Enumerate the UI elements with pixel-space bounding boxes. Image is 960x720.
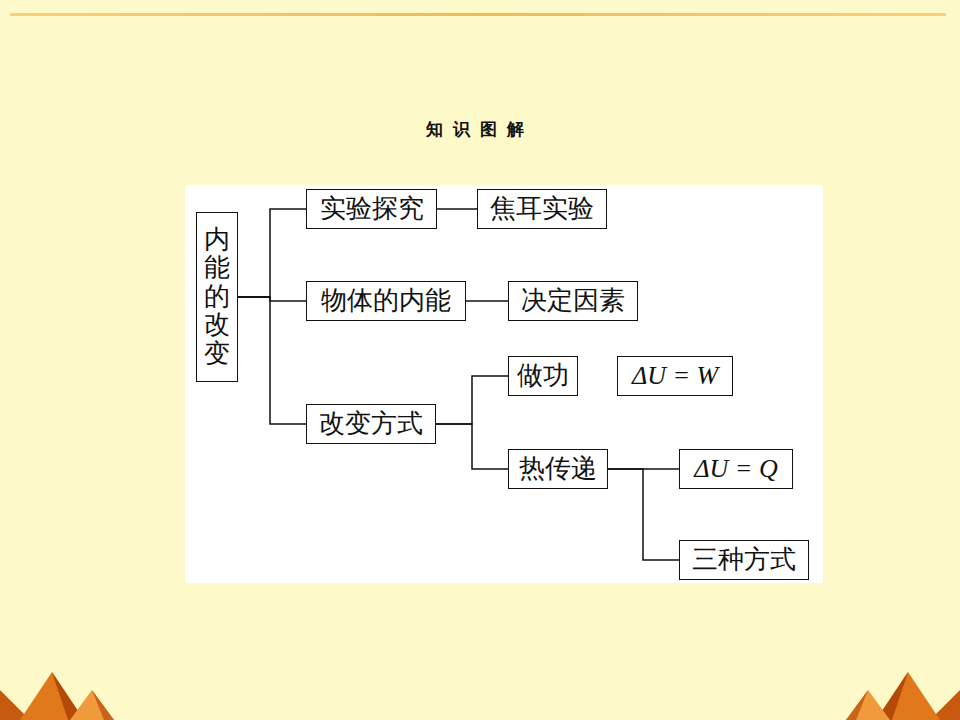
leaf-box: 焦耳实验 [477,189,607,229]
connector [436,424,508,469]
vertical-label: 内能的改变 [204,226,230,369]
connector [437,208,477,210]
box-label: 物体的内能 [321,285,451,316]
corner-triangles-left [0,672,114,720]
formula-text: ΔU = W [632,360,718,391]
connector [466,300,508,302]
leaf-box: 三种方式 [679,540,809,580]
box-label: 热传递 [519,453,597,484]
connector [238,297,306,424]
title: 知识图解 [0,118,960,141]
branch-box: 热传递 [508,449,608,489]
top-rule [10,13,946,16]
formula-text: ΔU = Q [694,453,777,484]
connector [238,209,306,297]
box-label: 三种方式 [692,544,796,575]
box-label: 改变方式 [319,408,423,439]
branch-box: 做功 [508,356,578,396]
box-label: 决定因素 [521,285,625,316]
formula-box: ΔU = Q [679,449,793,489]
box-label: 焦耳实验 [490,193,594,224]
branch-box: 改变方式 [306,404,436,444]
corner-triangles-right [846,672,960,720]
box-label: 做功 [517,360,569,391]
box-label: 实验探究 [320,193,424,224]
leaf-box: 决定因素 [508,281,638,321]
connector [436,376,508,424]
root-box: 内能的改变 [196,212,238,382]
panel [185,185,823,583]
branch-box: 物体的内能 [306,281,466,321]
formula-box: ΔU = W [617,356,733,396]
connector [608,469,679,560]
branch-box: 实验探究 [306,189,437,229]
